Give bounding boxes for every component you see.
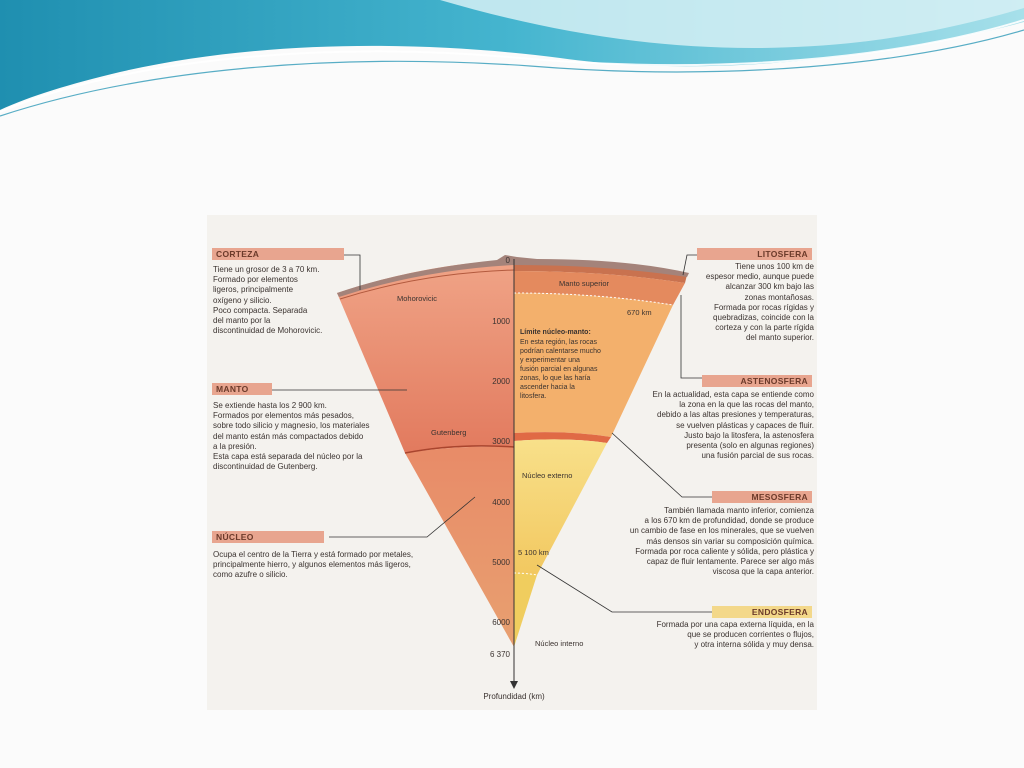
limite-line: ascender hacia la (520, 384, 575, 391)
crust-surface (337, 255, 689, 297)
limite-line: litosfera. (520, 393, 547, 400)
limite-title: Límite núcleo-manto: (520, 329, 591, 336)
km670-label: 670 km (627, 308, 652, 317)
right-inner-core (514, 573, 537, 647)
gutenberg-line (404, 445, 515, 454)
nucleo-header: NÚCLEO (212, 531, 324, 543)
km5100-line (513, 572, 538, 576)
earth-layers-figure: 0 1000 2000 3000 4000 5000 6000 6 370 Pr… (207, 215, 817, 710)
limite-line: fusión parcial en algunas (520, 366, 598, 373)
mohorovicic-label: Mohorovicic (397, 294, 437, 303)
limite-nucleo-manto-note: Límite núcleo-manto: En esta región, las… (520, 329, 601, 400)
tick-2000: 2000 (492, 377, 510, 386)
nucleo-externo-label: Núcleo externo (522, 471, 572, 480)
right-boundary-zone (514, 432, 611, 443)
left-mantle-wedge (337, 260, 514, 453)
right-outer-core (514, 439, 607, 575)
manto-text: Se extiende hasta los 2 900 km. Formados… (213, 401, 370, 472)
axis-label: Profundidad (km) (483, 692, 545, 701)
astenosfera-header: ASTENOSFERA (702, 375, 812, 387)
gutenberg-label: Gutenberg (431, 428, 466, 437)
leader-litosfera (682, 254, 697, 276)
depth-axis-arrow (510, 681, 518, 689)
tick-3000: 3000 (492, 437, 510, 446)
left-core-wedge (405, 446, 514, 647)
earth-cross-section-diagram: 0 1000 2000 3000 4000 5000 6000 6 370 Pr… (259, 254, 712, 701)
right-crust (514, 260, 687, 283)
right-mesosphere (514, 293, 673, 437)
left-leader-lines (259, 254, 476, 538)
leader-endosfera (536, 564, 712, 613)
endosfera-header: ENDOSFERA (712, 606, 812, 618)
km670-line (513, 292, 674, 306)
astenosfera-text: En la actualidad, esta capa se entiende … (652, 390, 814, 461)
mohorovicic-line (339, 269, 515, 300)
mesosfera-text: También llamada manto inferior, comienza… (629, 506, 814, 577)
litosfera-text: Tiene unos 100 km de espesor medio, aunq… (705, 262, 814, 343)
tick-1000: 1000 (492, 317, 510, 326)
manto-superior-label: Manto superior (559, 279, 610, 288)
right-leader-lines (536, 254, 712, 613)
limite-line: podrían calentarse mucho (520, 348, 601, 355)
corteza-text: Tiene un grosor de 3 a 70 km. Formado po… (213, 265, 323, 336)
limite-line: zonas, lo que las haría (520, 375, 591, 382)
leader-corteza (342, 254, 361, 290)
right-upper-mantle (514, 271, 685, 305)
nucleo-interno-label: Núcleo interno (535, 639, 583, 648)
litosfera-header: LITOSFERA (697, 248, 812, 260)
corteza-header: CORTEZA (212, 248, 344, 260)
tick-6370: 6 370 (490, 650, 511, 659)
km5100-label: 5 100 km (518, 548, 549, 557)
endosfera-text: Formada por una capa externa líquida, en… (656, 620, 814, 650)
leader-astenosfera (680, 295, 702, 379)
leader-nucleo (329, 496, 476, 538)
manto-header: MANTO (212, 383, 272, 395)
limite-line: En esta región, las rocas (520, 339, 598, 346)
tick-6000: 6000 (492, 618, 510, 627)
tick-0: 0 (506, 256, 511, 265)
tick-4000: 4000 (492, 498, 510, 507)
depth-tick-labels: 0 1000 2000 3000 4000 5000 6000 6 370 (490, 256, 511, 659)
limite-line: y experimentar una (520, 357, 580, 364)
mesosfera-header: MESOSFERA (712, 491, 812, 503)
nucleo-text: Ocupa el centro de la Tierra y está form… (213, 550, 414, 580)
header-wave-decoration (0, 0, 1024, 117)
tick-5000: 5000 (492, 558, 510, 567)
leader-mesosfera (611, 432, 712, 498)
